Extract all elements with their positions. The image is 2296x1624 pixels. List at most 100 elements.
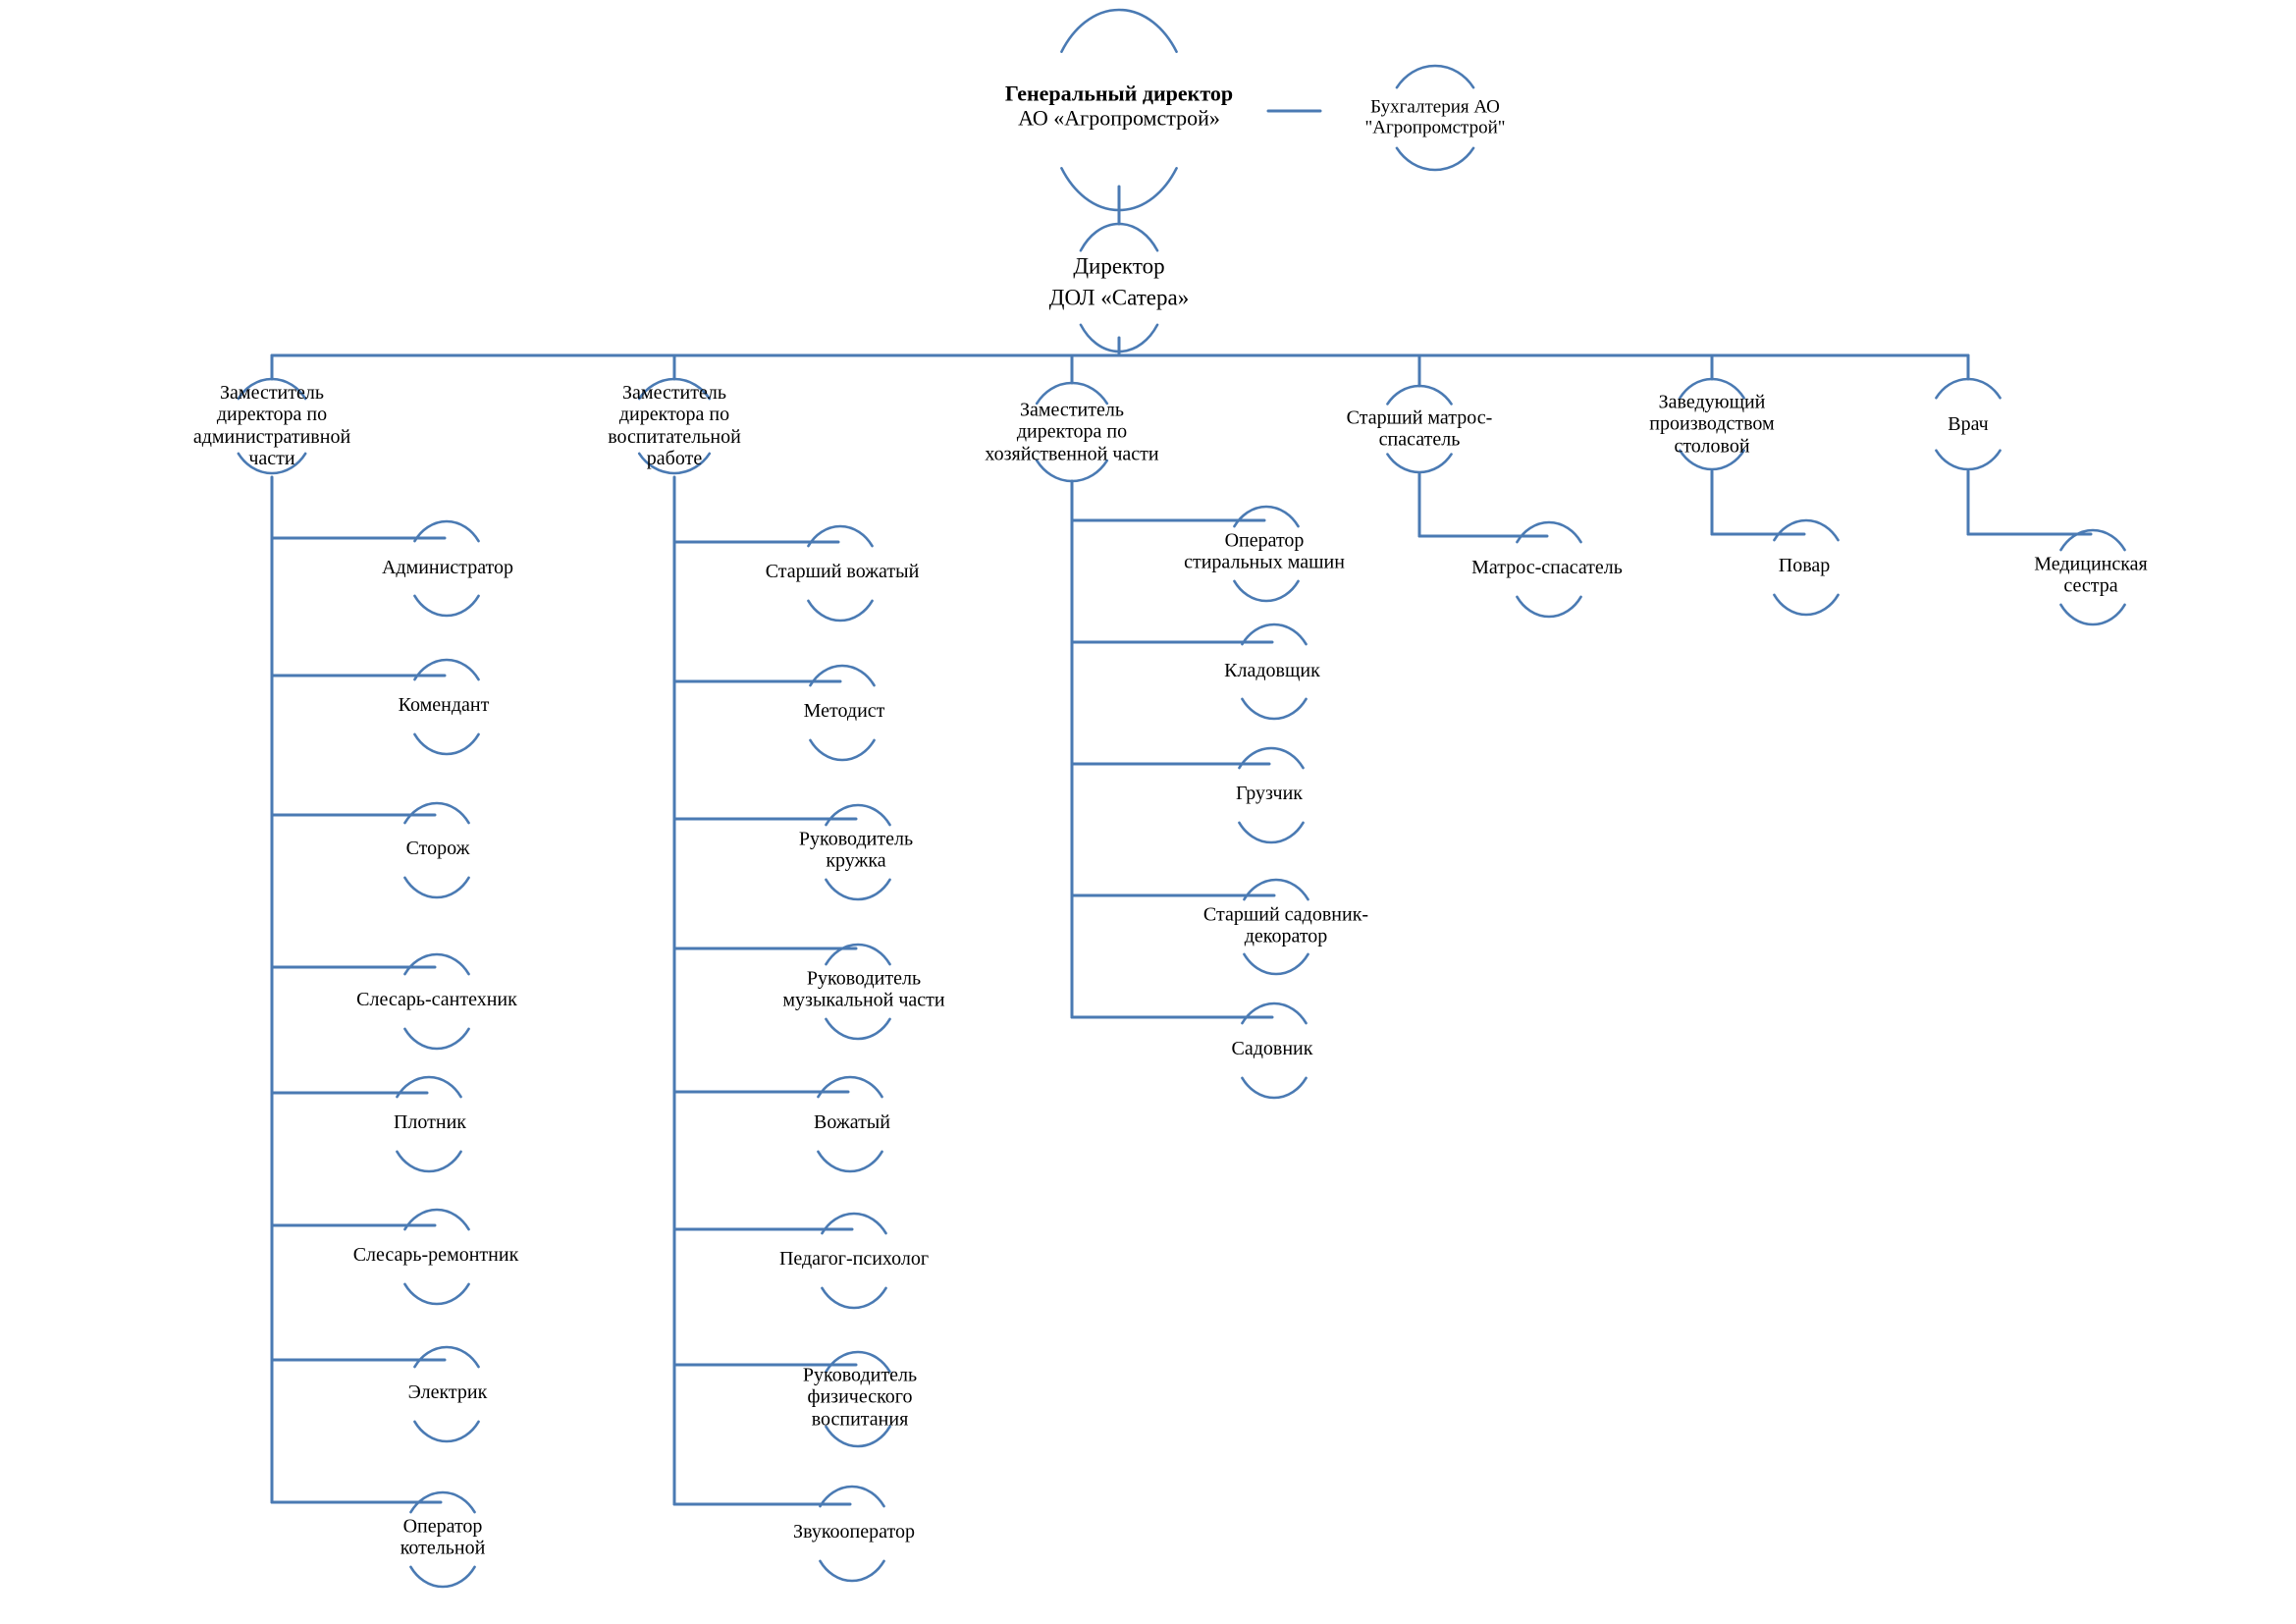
staff-label-line: Кладовщик bbox=[1224, 659, 1320, 681]
director-node: Директор ДОЛ «Сатера» bbox=[1049, 253, 1189, 310]
staff-label: Комендант bbox=[399, 694, 490, 716]
general-director-node-top-arc bbox=[1060, 8, 1178, 53]
staff-node-top-arc bbox=[807, 524, 874, 548]
staff-node-bottom-arc bbox=[409, 1565, 476, 1589]
staff-label-line: Администратор bbox=[381, 556, 514, 578]
staff-label: Грузчик bbox=[1236, 783, 1303, 804]
department-2-label-line: Заместитель bbox=[622, 382, 726, 405]
department-4-node-bottom-arc bbox=[1386, 453, 1453, 474]
general-director-company: АО «Агропромстрой» bbox=[1018, 105, 1220, 130]
staff-node-top-arc bbox=[825, 803, 891, 827]
staff-node-bottom-arc bbox=[1238, 821, 1305, 844]
accounting-node-bottom-arc bbox=[1395, 146, 1475, 172]
staff-label-line: Руководитель bbox=[798, 828, 914, 850]
department-2-label-line: воспитательной bbox=[608, 426, 741, 448]
staff-node-top-arc bbox=[809, 664, 876, 687]
staff-label: Плотник bbox=[394, 1111, 466, 1133]
department-1-label-line: части bbox=[248, 448, 295, 470]
staff-label-line: Повар bbox=[1778, 554, 1831, 576]
department-1-label-line: директора по bbox=[216, 404, 328, 426]
staff-node-bottom-arc bbox=[819, 1559, 885, 1583]
staff-node-top-arc bbox=[1241, 1001, 1308, 1025]
staff-node-bottom-arc bbox=[1243, 952, 1309, 976]
staff-node-bottom-arc bbox=[1241, 697, 1308, 721]
staff-node-bottom-arc bbox=[413, 1420, 480, 1443]
staff-node-top-arc bbox=[409, 1490, 476, 1514]
staff-label-line: сестра bbox=[2063, 575, 2118, 597]
department-2-label-line: работе bbox=[646, 448, 703, 470]
staff-label: Администратор bbox=[382, 557, 513, 578]
department-3-label-line: Заместитель bbox=[1020, 399, 1124, 421]
accounting-node: Бухгалтерия АО "Агропромстрой" bbox=[1365, 97, 1506, 139]
department-1-label-line: административной bbox=[192, 426, 351, 448]
staff-node-bottom-arc bbox=[825, 1425, 891, 1448]
department-4-label-line: спасатель bbox=[1378, 429, 1461, 451]
department-1-label-line: Заместитель bbox=[220, 382, 324, 405]
staff-node-bottom-arc bbox=[403, 876, 470, 899]
staff-label: Педагог-психолог bbox=[779, 1248, 929, 1270]
staff-node-bottom-arc bbox=[821, 1286, 887, 1310]
department-4-node-top-arc bbox=[1386, 384, 1453, 406]
staff-label-line: Старший садовник- bbox=[1202, 903, 1369, 926]
staff-node-top-arc bbox=[825, 943, 891, 966]
staff-label: Звукооператор bbox=[793, 1521, 915, 1543]
department-5-label-line: производством bbox=[1649, 412, 1775, 435]
department-2-node-top-arc bbox=[637, 377, 712, 401]
staff-node-bottom-arc bbox=[2059, 603, 2126, 626]
staff-label: Повар bbox=[1779, 555, 1831, 576]
staff-label-line: Старший вожатый bbox=[765, 560, 920, 582]
staff-node-bottom-arc bbox=[403, 1027, 470, 1051]
staff-node-top-arc bbox=[2059, 528, 2126, 552]
accounting-line-2: "Агропромстрой" bbox=[1364, 118, 1506, 138]
staff-node-bottom-arc bbox=[807, 599, 874, 623]
staff-node-top-arc bbox=[1773, 518, 1840, 542]
staff-node-bottom-arc bbox=[1233, 579, 1300, 603]
director-line-2: ДОЛ «Сатера» bbox=[1048, 285, 1190, 309]
staff-node-top-arc bbox=[403, 801, 470, 825]
staff-label: Слесарь-ремонтник bbox=[353, 1244, 519, 1266]
staff-label-line: музыкальной части bbox=[782, 990, 945, 1011]
staff-label-line: воспитания bbox=[811, 1408, 909, 1431]
staff-label-line: Оператор bbox=[402, 1515, 483, 1538]
general-director-node: Генеральный директор АО «Агропромстрой» bbox=[1005, 81, 1233, 130]
staff-label-line: кружка bbox=[826, 850, 886, 872]
staff-label-line: Матрос-спасатель bbox=[1471, 556, 1623, 578]
staff-node-top-arc bbox=[1243, 878, 1309, 901]
staff-label-line: Руководитель bbox=[802, 1364, 918, 1386]
department-3-node-top-arc bbox=[1035, 381, 1109, 406]
staff-node-top-arc bbox=[403, 1208, 470, 1231]
department-4-label: Старший матрос-спасатель bbox=[1347, 407, 1493, 452]
staff-node-top-arc bbox=[1241, 623, 1308, 646]
staff-label: Методист bbox=[804, 700, 885, 722]
staff-node-top-arc bbox=[1516, 520, 1582, 544]
staff-node-top-arc bbox=[1238, 746, 1305, 770]
staff-label-line: Звукооператор bbox=[793, 1520, 915, 1543]
staff-label: Сторож bbox=[406, 838, 470, 859]
staff-node-bottom-arc bbox=[817, 1150, 883, 1173]
department-5-label-line: Заведующий bbox=[1658, 391, 1766, 413]
staff-label-line: Вожатый bbox=[814, 1110, 890, 1133]
staff-label-line: Грузчик bbox=[1235, 782, 1304, 804]
staff-label-line: Сторож bbox=[405, 837, 470, 859]
staff-label: Электрик bbox=[408, 1381, 488, 1403]
department-4-label-line: Старший матрос- bbox=[1346, 406, 1493, 429]
staff-node-bottom-arc bbox=[809, 738, 876, 762]
staff-node-bottom-arc bbox=[1516, 595, 1582, 619]
staff-node-top-arc bbox=[1233, 505, 1300, 528]
staff-label-line: Руководитель bbox=[806, 967, 922, 990]
staff-node-top-arc bbox=[817, 1075, 883, 1099]
staff-label-line: Оператор bbox=[1224, 529, 1305, 552]
staff-node-top-arc bbox=[413, 519, 480, 543]
staff-label: Старший садовник-декоратор bbox=[1203, 904, 1368, 948]
staff-node-bottom-arc bbox=[403, 1282, 470, 1306]
staff-node-bottom-arc bbox=[1773, 593, 1840, 617]
